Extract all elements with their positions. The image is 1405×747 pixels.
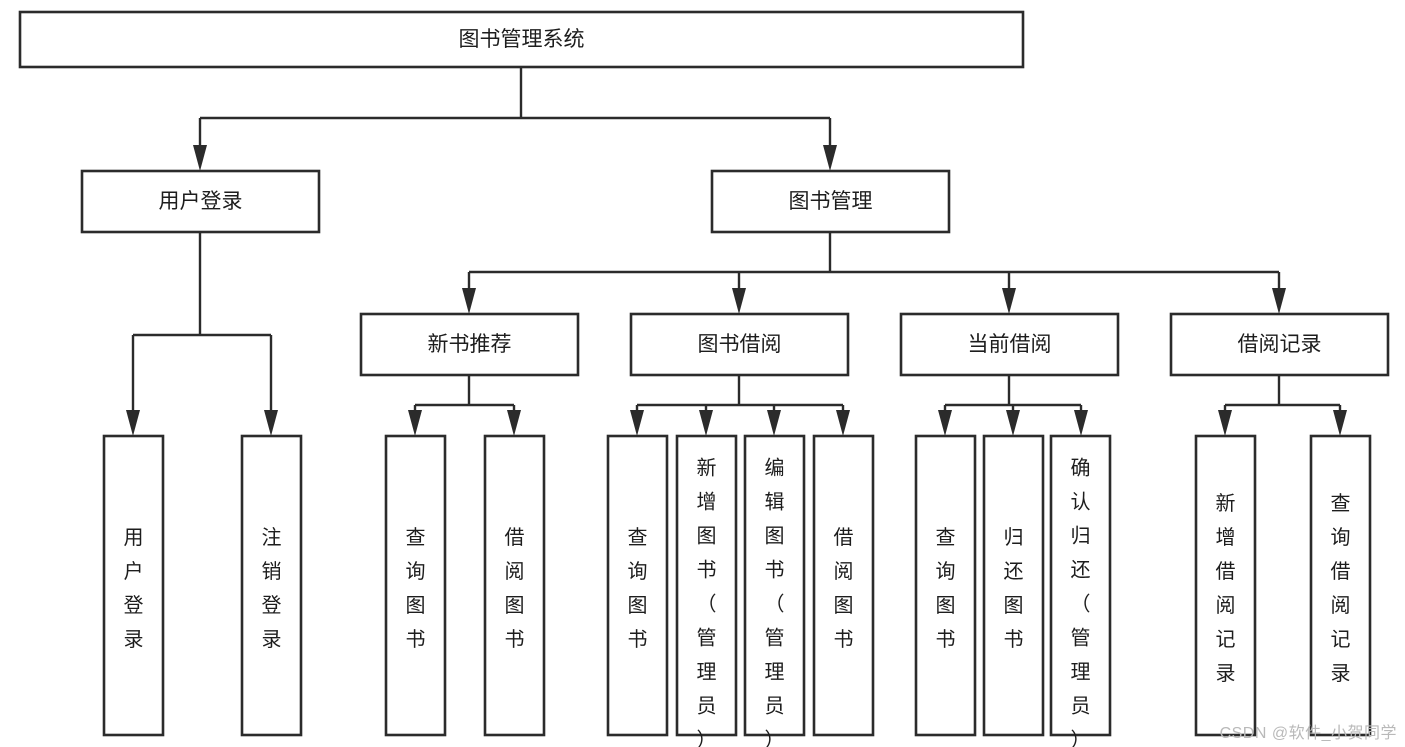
group-1-drop-1-arrowhead	[699, 410, 713, 436]
leaf-node-12-label: 查询借阅记录	[1331, 492, 1351, 685]
level3-node-2-box[interactable]	[899, 312, 1120, 377]
leaf-node-9[interactable]: 归还图书	[982, 434, 1045, 737]
leaf-node-8-box[interactable]	[914, 434, 977, 737]
manage-drop-2-arrowhead	[1002, 288, 1016, 314]
leaf-node-6[interactable]: 编辑图书（管理员）	[743, 434, 806, 747]
leaf-node-10-label: 确认归还（管理员）	[1071, 457, 1091, 747]
level2-node-0[interactable]: 用户登录	[80, 169, 321, 234]
leaf-node-8-label: 查询图书	[936, 526, 956, 651]
group-3-drop-1-arrowhead	[1333, 410, 1347, 436]
root-node-tushuguanlixitong[interactable]: 图书管理系统	[18, 10, 1025, 69]
group-2-drop-2-arrowhead	[1074, 410, 1088, 436]
leaf-node-3[interactable]: 借阅图书	[483, 434, 546, 737]
leaf-node-5[interactable]: 新增图书（管理员）	[675, 434, 738, 747]
manage-drop-0-arrowhead	[462, 288, 476, 314]
leaf-node-4-box[interactable]	[606, 434, 669, 737]
group-1-drop-0-arrowhead	[630, 410, 644, 436]
level3-node-1[interactable]: 图书借阅	[629, 312, 850, 377]
leaf-node-8[interactable]: 查询图书	[914, 434, 977, 737]
group-2-drop-1-arrowhead	[1006, 410, 1020, 436]
level3-node-2[interactable]: 当前借阅	[899, 312, 1120, 377]
level3-node-3-label: 借阅记录	[1238, 333, 1322, 356]
group-1-drop-3-arrowhead	[836, 410, 850, 436]
leaf-node-7-label: 借阅图书	[834, 526, 854, 651]
leaf-node-0[interactable]: 用户登录	[102, 434, 165, 737]
leaf-node-6-box[interactable]	[743, 434, 806, 737]
level3-node-3[interactable]: 借阅记录	[1169, 312, 1390, 377]
leaf-node-2[interactable]: 查询图书	[384, 434, 447, 737]
leaf-node-11-label: 新增借阅记录	[1216, 492, 1236, 685]
leaf-node-4-label: 查询图书	[628, 526, 648, 651]
level2-node-1[interactable]: 图书管理	[710, 169, 951, 234]
leaf-node-9-label: 归还图书	[1004, 526, 1024, 651]
group-1-drop-2-arrowhead	[767, 410, 781, 436]
root-drop-1-arrowhead	[823, 145, 837, 171]
group-0-drop-1-arrowhead	[507, 410, 521, 436]
leaf-node-1-label: 注销登录	[262, 526, 282, 651]
login-drop-1-arrowhead	[264, 410, 278, 436]
level2-node-0-label: 用户登录	[159, 190, 243, 213]
root-node-tushuguanlixitong-box[interactable]	[18, 10, 1025, 69]
leaf-node-12-box[interactable]	[1309, 434, 1372, 737]
root-node-tushuguanlixitong-label: 图书管理系统	[459, 28, 585, 51]
leaf-node-1-box[interactable]	[240, 434, 303, 737]
level2-node-1-label: 图书管理	[789, 190, 873, 213]
leaf-node-10-box[interactable]	[1049, 434, 1112, 737]
leaf-node-10[interactable]: 确认归还（管理员）	[1049, 434, 1112, 747]
group-0-drop-0-arrowhead	[408, 410, 422, 436]
leaf-node-2-box[interactable]	[384, 434, 447, 737]
leaf-node-1[interactable]: 注销登录	[240, 434, 303, 737]
level3-node-1-label: 图书借阅	[698, 333, 782, 356]
leaf-node-5-label: 新增图书（管理员）	[697, 457, 717, 747]
leaf-node-11[interactable]: 新增借阅记录	[1194, 434, 1257, 737]
leaf-node-2-label: 查询图书	[406, 526, 426, 651]
leaf-node-0-label: 用户登录	[124, 527, 144, 651]
leaf-node-12[interactable]: 查询借阅记录	[1309, 434, 1372, 737]
leaf-node-9-box[interactable]	[982, 434, 1045, 737]
node-layer: 图书管理系统用户登录图书管理新书推荐图书借阅当前借阅借阅记录用户登录注销登录查询…	[18, 10, 1390, 747]
leaf-node-0-box[interactable]	[102, 434, 165, 737]
level3-node-0-label: 新书推荐	[428, 333, 512, 356]
leaf-node-3-box[interactable]	[483, 434, 546, 737]
leaf-node-11-box[interactable]	[1194, 434, 1257, 737]
level3-node-0[interactable]: 新书推荐	[359, 312, 580, 377]
leaf-node-6-label: 编辑图书（管理员）	[765, 457, 785, 747]
manage-drop-1-arrowhead	[732, 288, 746, 314]
login-drop-0-arrowhead	[126, 410, 140, 436]
level2-node-1-box[interactable]	[710, 169, 951, 234]
level3-node-2-label: 当前借阅	[968, 333, 1052, 356]
leaf-node-3-label: 借阅图书	[505, 526, 525, 651]
level3-node-1-box[interactable]	[629, 312, 850, 377]
level2-node-0-box[interactable]	[80, 169, 321, 234]
leaf-node-7-box[interactable]	[812, 434, 875, 737]
leaf-node-4[interactable]: 查询图书	[606, 434, 669, 737]
manage-drop-3-arrowhead	[1272, 288, 1286, 314]
leaf-node-5-box[interactable]	[675, 434, 738, 737]
group-3-drop-0-arrowhead	[1218, 410, 1232, 436]
level3-node-0-box[interactable]	[359, 312, 580, 377]
level3-node-3-box[interactable]	[1169, 312, 1390, 377]
connector-layer	[126, 67, 1347, 436]
root-drop-0-arrowhead	[193, 145, 207, 171]
leaf-node-7[interactable]: 借阅图书	[812, 434, 875, 737]
group-2-drop-0-arrowhead	[938, 410, 952, 436]
